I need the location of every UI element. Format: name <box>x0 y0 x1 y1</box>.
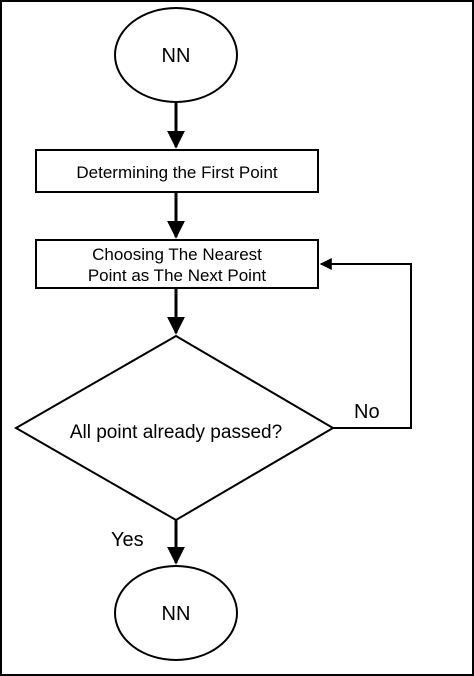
end-node-label: NN <box>162 603 191 625</box>
end-node: NN <box>114 565 238 661</box>
branch-yes-label: Yes <box>111 529 144 551</box>
process-first-point-box <box>35 149 319 193</box>
process-first-point-label: Determining the First Point <box>76 163 278 182</box>
start-node-label: NN <box>162 45 191 67</box>
process-first-point: Determining the First Point <box>35 149 319 193</box>
branch-no-label: No <box>354 401 380 423</box>
arrow-no-loop <box>319 258 412 429</box>
process-nearest-point: Choosing The Nearest Point as The Next P… <box>35 239 319 289</box>
end-node-shape <box>114 565 238 661</box>
start-node: NN <box>114 7 238 103</box>
decision-label: All point already passed? <box>70 422 282 443</box>
process-nearest-point-line2: Point as The Next Point <box>88 266 267 285</box>
process-nearest-point-line1: Choosing The Nearest <box>92 245 262 264</box>
